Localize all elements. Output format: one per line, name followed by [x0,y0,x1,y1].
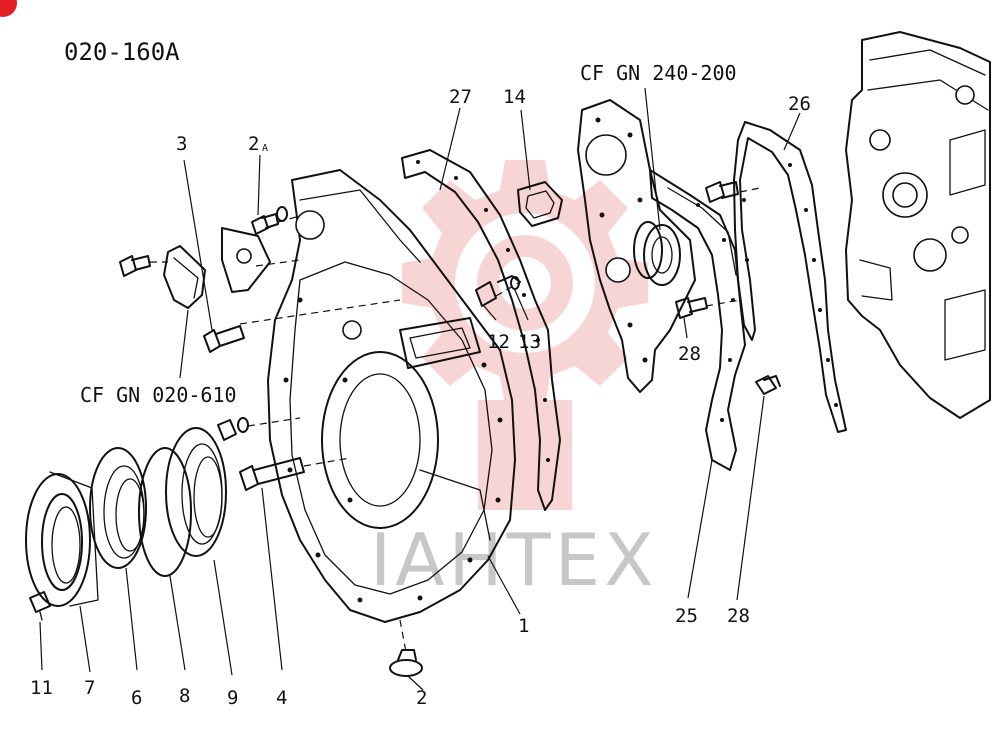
callout-2: 2 [416,687,427,709]
callout-9: 9 [227,687,238,709]
callout-11: 11 [30,677,53,699]
gasket-26 [733,121,847,433]
nut-washer [217,417,249,441]
ref-cf-gn-020-610: CF GN 020-610 [80,383,237,407]
diagram-code: 020-160A [64,38,180,66]
callout-14: 14 [503,86,526,108]
callout-26: 26 [788,93,811,115]
callout-13: 13 [518,331,541,353]
callout-6: 6 [131,687,142,709]
seal-9 [165,427,227,557]
callout-1: 1 [518,615,529,637]
ref-cf-gn-240-200: CF GN 240-200 [580,61,737,85]
callout-28-lower: 28 [727,605,750,627]
cover-plate [577,99,696,393]
bolt-28-upper [675,297,708,319]
callout-2a: 2 [248,133,259,155]
engine-block [845,31,991,419]
seal-7 [25,471,99,607]
bolt-top-right [705,181,739,203]
plug-2 [389,649,423,677]
callout-4: 4 [276,687,287,709]
o-ring-8 [138,447,192,577]
callout-12: 12 [487,331,510,353]
callout-3: 3 [176,133,187,155]
bolt-28-lower [755,375,781,395]
bolt-11 [29,591,51,621]
callout-7: 7 [84,677,95,699]
gasket-14 [517,181,563,227]
plate-cf-610 [163,245,206,309]
corner-badge-icon [0,0,17,17]
bolt-12 [475,281,497,307]
callout-8: 8 [179,685,190,707]
callout-25: 25 [675,605,698,627]
plate-2a [221,227,271,293]
watermark-text: IAHTEX [370,518,657,602]
flywheel-housing [267,169,516,623]
callout-2a-suffix: A [262,143,268,154]
bolt-3 [203,325,245,353]
callout-28-upper: 28 [678,343,701,365]
gasket-27 [401,149,561,511]
callout-27: 27 [449,86,472,108]
seal-6 [89,447,147,569]
bolt-4 [239,457,305,491]
bolt-left-plate [119,255,151,277]
